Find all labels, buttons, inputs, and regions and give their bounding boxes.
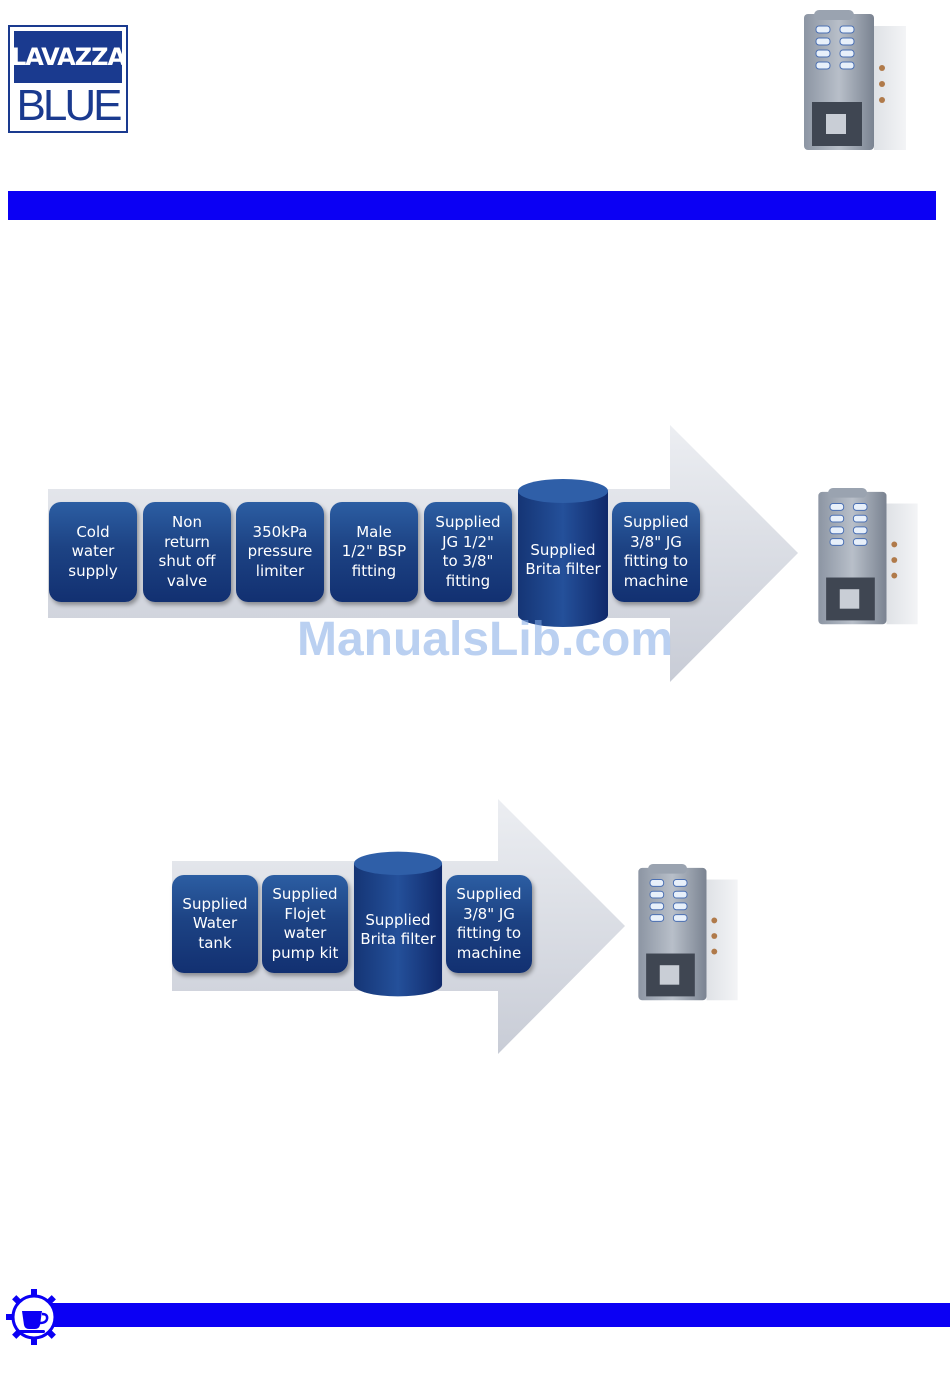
step-machine-fitting-2: Supplied 3/8" JG fitting to machine <box>446 875 532 973</box>
header-band <box>8 191 936 220</box>
step-flojet-pump-kit: Supplied Flojet water pump kit <box>262 875 348 973</box>
brita-filter-label-1: Supplied Brita filter <box>525 540 601 579</box>
coffee-machine-image <box>804 10 906 150</box>
logo-blue: BLUE <box>16 81 123 130</box>
step-water-tank: Supplied Water tank <box>172 875 258 973</box>
coffee-machine-image-2 <box>638 863 738 1001</box>
brita-filter-cylinder-1 <box>518 479 608 627</box>
brita-filter-label-2: Supplied Brita filter <box>360 910 436 949</box>
logo-brand: LAVAZZA <box>11 31 126 83</box>
flow-arrow-1 <box>48 425 798 682</box>
step-cold-water-supply: Cold water supply <box>49 502 137 602</box>
brita-filter-cylinder-2 <box>353 851 443 997</box>
step-pressure-limiter: 350kPa pressure limiter <box>236 502 324 602</box>
watermark: ManualsLib.com <box>296 613 674 666</box>
footer-band <box>30 1303 950 1327</box>
step-bsp-fitting: Male 1/2" BSP fitting <box>330 502 418 602</box>
lavazza-blue-logo: LAVAZZA BLUE <box>8 25 128 133</box>
step-jg-fitting: Supplied JG 1/2" to 3/8" fitting <box>424 502 512 602</box>
step-machine-fitting-1: Supplied 3/8" JG fitting to machine <box>612 502 700 602</box>
step-non-return-valve: Non return shut off valve <box>143 502 231 602</box>
gear-cup-icon <box>6 1289 62 1345</box>
coffee-machine-image-1 <box>818 487 918 625</box>
